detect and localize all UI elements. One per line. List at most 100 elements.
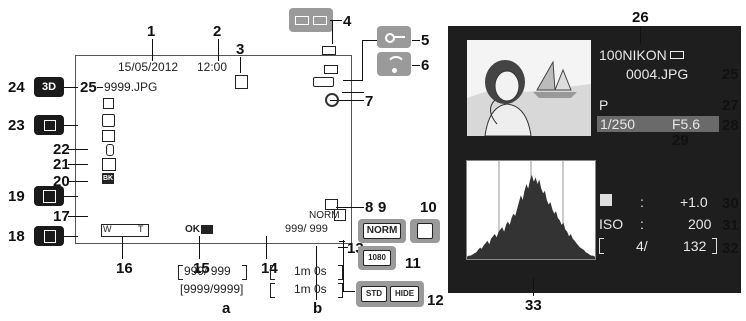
callout-14: 14 (261, 260, 278, 277)
iso-value: 200 (688, 216, 712, 232)
bk-icon (102, 173, 114, 184)
callout-3: 3 (236, 41, 245, 58)
key-icon (385, 33, 395, 43)
callout-2: 2 (213, 23, 222, 40)
exposure-comp-icon (600, 194, 612, 206)
callout-32: 32 (722, 240, 739, 257)
movie-option-inner: 1080 (363, 250, 391, 266)
exposure-separator: : (640, 194, 644, 210)
remaining-battery-icon (324, 65, 338, 74)
volume-w-label: W (103, 224, 112, 234)
callout-16: 16 (116, 260, 133, 277)
callout-20: 20 (53, 173, 70, 190)
person-icon (44, 230, 56, 243)
movie-hide-icon: HIDE (390, 286, 419, 302)
shooting-date: 15/05/2012 (118, 60, 179, 74)
battery-icon (295, 16, 309, 25)
movie-mode-badge: STD HIDE (356, 281, 424, 307)
protect-key-icon (313, 77, 334, 87)
bk-label: BK (102, 175, 114, 182)
callout-26: 26 (632, 9, 649, 26)
gps-icon (325, 93, 339, 107)
folder-name: 100NIKON (599, 47, 667, 63)
portrait-illustration (467, 60, 591, 136)
callout-b: b (313, 300, 323, 317)
callout-a: a (222, 300, 231, 317)
sequence-badge (34, 115, 64, 135)
battery-low-icon (313, 16, 327, 25)
variant-b-line1: 1m 0s (294, 264, 327, 278)
callout-30: 30 (722, 195, 739, 212)
photo-file-name: 0004.JPG (626, 66, 689, 82)
callout-17: 17 (53, 208, 70, 225)
voice-memo-icon (235, 75, 248, 89)
callout-6: 6 (421, 57, 430, 74)
iso-label: ISO (599, 216, 624, 232)
callout-27: 27 (722, 97, 739, 114)
callout-22: 22 (53, 141, 70, 158)
retouch-badge (34, 186, 64, 206)
callout-31: 31 (722, 217, 739, 234)
sequence-badge-icon (44, 120, 56, 131)
current-frame: 4/ (636, 238, 648, 254)
image-size-inner (417, 223, 433, 239)
callout-11: 11 (405, 255, 421, 272)
callout-9: 9 (378, 199, 387, 216)
image-size-badge (410, 219, 440, 243)
callout-18: 18 (8, 228, 25, 245)
callout-23: 23 (8, 117, 25, 134)
variant-a-line2: [9999/9999] (180, 282, 244, 296)
ok-play-guide: OK (185, 224, 200, 235)
playback-screen-frame (75, 55, 352, 244)
callout-29: 29 (672, 132, 689, 149)
callout-1: 1 (147, 23, 156, 40)
battery-level-panel (289, 8, 333, 32)
callout-25b: 25 (722, 66, 739, 83)
image-mode-badge: NORM (358, 219, 406, 243)
print-order-icon (325, 199, 338, 210)
histogram-area (467, 175, 595, 259)
histogram-chart (467, 161, 595, 259)
movie-std-icon: STD (361, 286, 387, 302)
callout-19: 19 (8, 188, 25, 205)
callout-33: 33 (525, 297, 542, 314)
callout-25: 25 (80, 79, 97, 96)
aperture-value: F5.6 (672, 116, 701, 132)
callout-7: 7 (365, 93, 374, 110)
total-frames: 132 (683, 238, 707, 254)
callout-10: 10 (420, 199, 437, 216)
file-name: 9999.JPG (104, 80, 158, 94)
variant-b-line2: 1m 0s (294, 282, 327, 296)
volume-bar (101, 224, 149, 237)
shutter-aperture-bar (597, 116, 719, 132)
voice-record-icon (106, 144, 114, 156)
exposure-comp-value: +1.0 (680, 194, 708, 210)
volume-t-label: T (138, 224, 144, 234)
callout-21: 21 (53, 156, 70, 173)
image-mode-norm: NORM (309, 210, 340, 221)
eye-fi-icon-panel (377, 52, 411, 76)
d-lighting-icon (102, 130, 115, 142)
variant-a-line1: 999/ 999 (184, 264, 231, 278)
retouch-badge-icon (43, 190, 56, 203)
battery-icon (322, 46, 336, 55)
protect-icon-panel (377, 26, 411, 48)
quick-effects-icon (102, 114, 115, 127)
callout-8: 8 (365, 199, 374, 216)
image-count: 999/ 999 (285, 223, 328, 235)
skin-soften-badge (34, 226, 64, 246)
movie-option-badge: 1080 (358, 246, 396, 270)
shutter-speed: 1/250 (600, 116, 636, 132)
shooting-mode: P (599, 97, 609, 113)
battery-icon-right (670, 51, 684, 59)
histogram (466, 160, 596, 260)
callout-5: 5 (421, 32, 430, 49)
photo-thumbnail (467, 40, 591, 136)
callout-15: 15 (193, 260, 210, 277)
3d-badge: 3D (34, 77, 64, 97)
iso-separator: : (640, 216, 644, 232)
skin-softening-icon (102, 158, 116, 171)
image-size-icon (334, 209, 346, 221)
image-mode-inner: NORM (363, 223, 401, 239)
callout-4: 4 (343, 13, 352, 30)
